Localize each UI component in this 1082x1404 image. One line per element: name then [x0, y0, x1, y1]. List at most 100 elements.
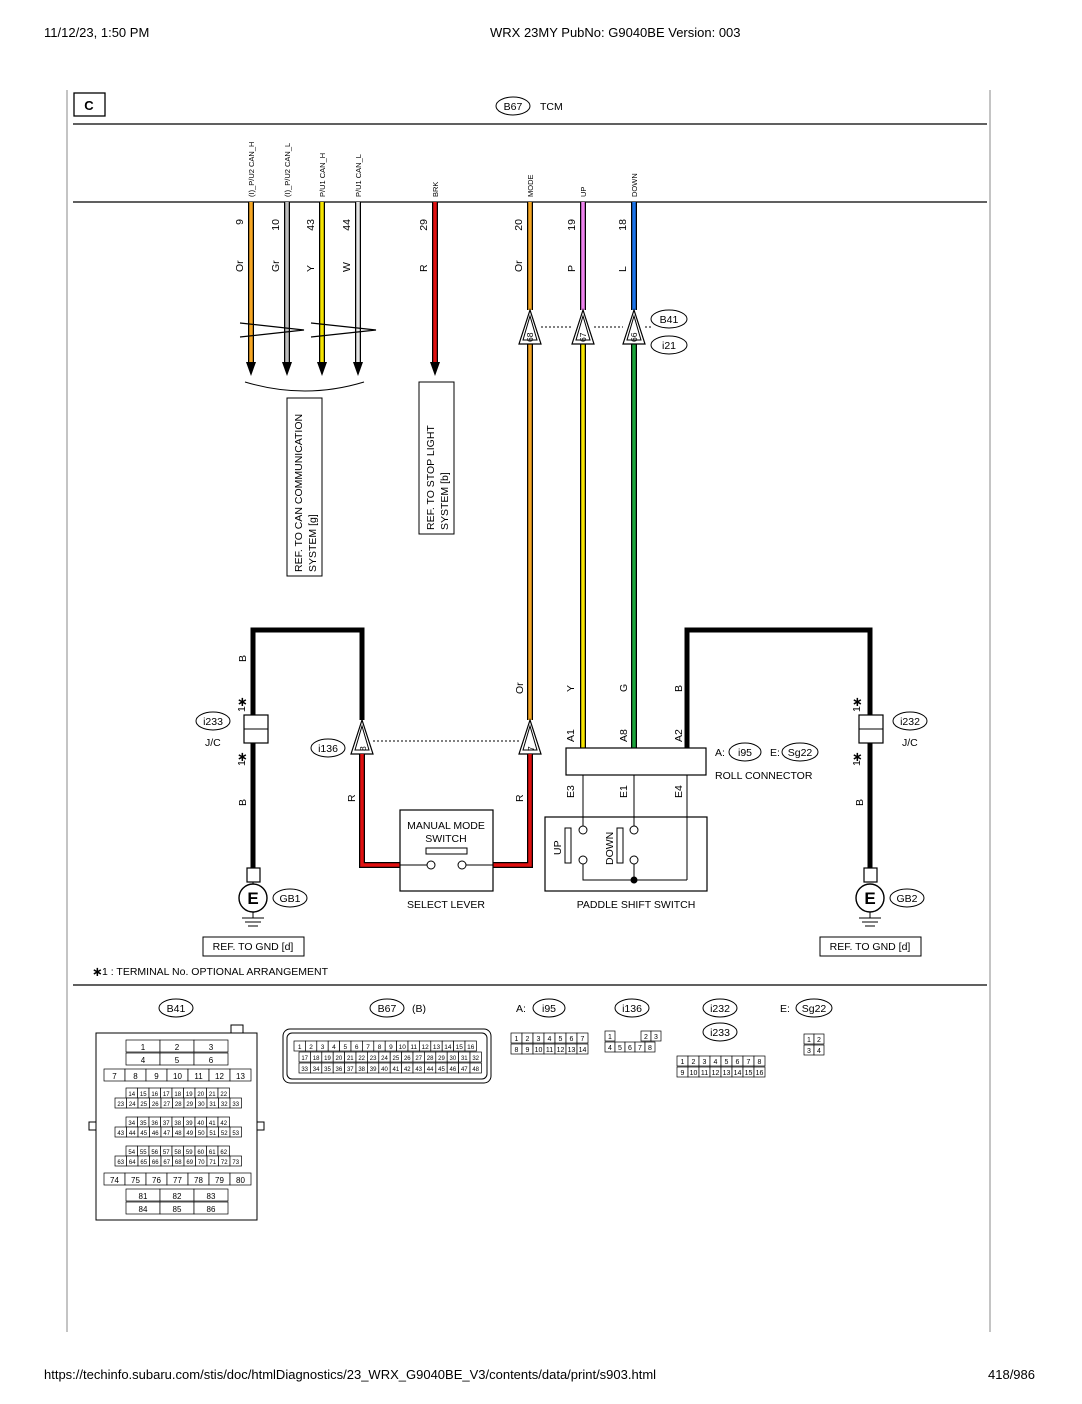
wire-color-b-left-top: B	[237, 655, 249, 662]
b41-pin-number: 8	[133, 1072, 138, 1081]
b41-pin-cell	[229, 1097, 242, 1109]
b41-face-tab-right	[256, 1121, 265, 1131]
b41-pin-number: 77	[173, 1176, 182, 1185]
b67-pin-number: 34	[313, 1067, 320, 1073]
i95-pin-number: 10	[535, 1047, 543, 1054]
b41-pin-number: 57	[163, 1150, 170, 1156]
wire-color-y-lower: Y	[565, 685, 577, 692]
sg22-pin-number: 4	[817, 1048, 821, 1055]
b41-pin-number: 11	[194, 1072, 203, 1081]
b41-pin-number: 66	[152, 1160, 159, 1166]
i232-pin-number: 10	[690, 1070, 698, 1077]
roll-connector-box	[565, 747, 707, 776]
b41-pin-cell	[193, 1201, 229, 1215]
b41-pin-number: 44	[129, 1131, 136, 1137]
b41-pin-number: 64	[129, 1160, 136, 1166]
b67-pin-number: 1	[298, 1044, 302, 1051]
wire-color-b-roll: B	[673, 685, 685, 692]
b41-pin-number: 81	[139, 1192, 148, 1201]
sg22-face-prefix: E:	[780, 1003, 790, 1015]
tcm-pin-number: 43	[305, 219, 317, 231]
sg22-pin-number: 2	[817, 1037, 821, 1044]
b41-pin-number: 79	[215, 1176, 224, 1185]
i95-pin-number: 1	[515, 1036, 519, 1043]
i21-oval	[650, 335, 688, 355]
b41-pin-down: 66	[629, 332, 639, 342]
tcm-pin-number: 10	[270, 219, 282, 231]
b67-pin-number: 40	[381, 1067, 388, 1073]
b41-pin-number: 29	[186, 1102, 193, 1108]
i136-pin-number: 6	[628, 1045, 632, 1052]
roll-connector-label: ROLL CONNECTOR	[715, 770, 813, 782]
b67-pin-number: 18	[313, 1056, 320, 1062]
i136-pin-number: 5	[618, 1045, 622, 1052]
b67-pin-number: 45	[438, 1067, 445, 1073]
tcm-pin-number: 9	[234, 219, 246, 225]
tcm-wire-color: Or	[513, 260, 525, 272]
brake-wire	[430, 202, 440, 376]
b41-pin-number: 25	[140, 1102, 147, 1108]
b41-pin-number: 85	[173, 1205, 182, 1214]
roll-pin-a1: A1	[565, 729, 577, 742]
b67-pin-cell	[464, 1040, 477, 1052]
roll-a-prefix: A:	[715, 747, 725, 759]
ground-left-e: E	[247, 889, 258, 908]
b67-pin-number: 38	[358, 1067, 365, 1073]
sg22-face-id: Sg22	[802, 1003, 827, 1015]
b41-pin-number: 43	[117, 1131, 124, 1137]
b67-pin-number: 25	[393, 1056, 400, 1062]
ref-can-line2: SYSTEM [g]	[307, 514, 319, 572]
ref-gnd-right-box	[819, 936, 922, 957]
i232-face-oval	[702, 998, 738, 1018]
roll-a-connector-id: i95	[738, 747, 752, 759]
b41-pin-number: 40	[197, 1121, 204, 1127]
roll-pin-e4: E4	[673, 785, 685, 798]
i232-pin-number: 5	[725, 1059, 729, 1066]
b41-pin-number: 71	[209, 1160, 216, 1166]
b41-pin-number: 76	[152, 1176, 161, 1185]
b41-pin-number: 75	[131, 1176, 140, 1185]
ref-gnd-left-box	[202, 936, 305, 957]
i232-pin-number: 12	[712, 1070, 720, 1077]
i136-pin-number: 2	[644, 1034, 648, 1041]
i136-pin-number: 8	[648, 1045, 652, 1052]
b67-pin-number: 33	[301, 1067, 308, 1073]
footer-page-number: 418/986	[988, 1367, 1035, 1382]
b67-pin-number: 43	[415, 1067, 422, 1073]
tcm-pin-number: 29	[418, 219, 430, 231]
b41-pin-number: 86	[207, 1205, 216, 1214]
jc-right-star-label-top: 1	[851, 706, 863, 712]
ref-stop-line1: REF. TO STOP LIGHT	[425, 425, 437, 530]
b41-pin-number: 3	[209, 1043, 214, 1052]
i95-pin-number: 5	[559, 1036, 563, 1043]
ref-stop-line2: SYSTEM [b]	[439, 472, 451, 530]
i21-connector-id: i21	[662, 340, 676, 352]
jc-left-connector-id: i233	[203, 716, 223, 728]
section-box	[73, 92, 106, 117]
manual-switch-symbol	[400, 847, 493, 870]
b41-pin-number: 24	[129, 1102, 136, 1108]
b41-pin-number: 38	[174, 1121, 181, 1127]
tcm-pin-number: 19	[566, 219, 578, 231]
b41-pin-number: 18	[174, 1092, 181, 1098]
tcm-label: TCM	[540, 101, 563, 113]
footer-url[interactable]: https://techinfo.subaru.com/stis/doc/htm…	[44, 1367, 657, 1382]
b41-pin-cell	[229, 1068, 252, 1082]
tcm-pin-number: 44	[341, 219, 353, 231]
b67-pin-number: 19	[324, 1056, 331, 1062]
i232-pin-number: 16	[756, 1070, 764, 1077]
b41-pin-number: 30	[198, 1102, 205, 1108]
b41-face-tab-left	[88, 1121, 97, 1131]
b41-pin-number: 27	[163, 1102, 170, 1108]
b67-pin-number: 47	[461, 1067, 468, 1073]
b41-pin-number: 9	[154, 1072, 159, 1081]
b41-pin-number: 41	[209, 1121, 216, 1127]
i232-face-id: i232	[710, 1003, 730, 1015]
gb2-connector-id: GB2	[896, 893, 917, 905]
b41-pin-number: 21	[209, 1092, 216, 1098]
b41-pin-up: 67	[578, 332, 588, 342]
